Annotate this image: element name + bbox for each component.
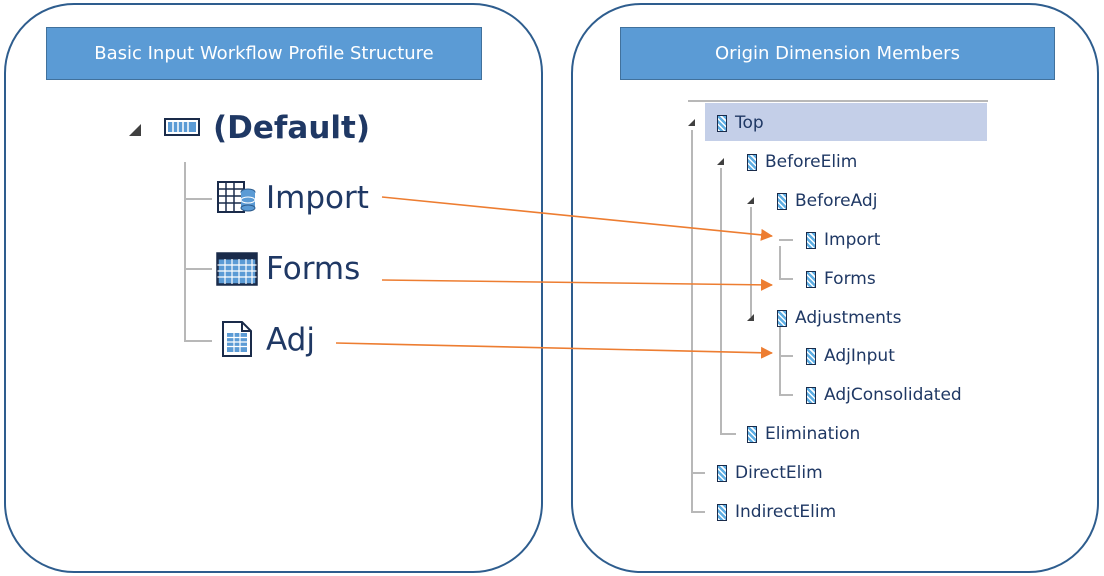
forms-mapping-arrow <box>381 278 773 291</box>
tree-connector <box>720 433 736 435</box>
tree-connector <box>779 278 793 280</box>
origin-dimension-panel <box>571 3 1099 573</box>
expand-arrow-icon[interactable] <box>688 119 695 126</box>
tree-top-line <box>688 100 988 102</box>
member-label: Forms <box>824 269 876 289</box>
dimension-member-icon <box>717 114 727 132</box>
import-profile-label[interactable]: Import <box>266 180 369 216</box>
dimension-member-icon <box>717 503 727 521</box>
tree-connector <box>720 168 722 434</box>
dimension-member-icon <box>747 425 757 443</box>
tree-connector <box>184 268 212 270</box>
tree-connector <box>750 207 752 317</box>
tree-connector <box>184 198 212 200</box>
dimension-member-icon <box>777 192 787 210</box>
member-label: IndirectElim <box>735 502 837 522</box>
member-directelim[interactable]: DirectElim <box>717 461 823 485</box>
dimension-member-icon <box>806 231 816 249</box>
dimension-member-icon <box>717 464 727 482</box>
origin-dimension-header: Origin Dimension Members <box>620 27 1055 80</box>
dimension-member-icon <box>806 386 816 404</box>
member-beforeelim[interactable]: BeforeElim <box>747 150 857 174</box>
default-profile-label[interactable]: (Default) <box>213 110 371 146</box>
tree-connector <box>691 130 693 513</box>
member-label: AdjInput <box>824 346 895 366</box>
import-mapping-arrow <box>381 196 773 241</box>
tree-connector <box>779 355 793 357</box>
tree-connector <box>779 394 793 396</box>
member-elimination[interactable]: Elimination <box>747 422 860 446</box>
tree-connector <box>779 246 781 278</box>
adj-mapping-arrow <box>335 342 773 359</box>
dimension-member-icon <box>806 270 816 288</box>
member-label: DirectElim <box>735 463 823 483</box>
expand-arrow-icon[interactable] <box>129 124 141 136</box>
expand-arrow-icon[interactable] <box>747 314 754 321</box>
member-adjconsolidated[interactable]: AdjConsolidated <box>806 383 962 407</box>
member-indirectelim[interactable]: IndirectElim <box>717 500 836 524</box>
selected-row-highlight <box>705 103 987 141</box>
forms-profile-label[interactable]: Forms <box>266 251 361 287</box>
expand-arrow-icon[interactable] <box>717 158 724 165</box>
dimension-member-icon <box>747 153 757 171</box>
workflow-profile-header: Basic Input Workflow Profile Structure <box>46 27 482 80</box>
tree-connector <box>779 324 781 395</box>
tree-connector <box>691 511 705 513</box>
member-label: BeforeElim <box>765 152 858 172</box>
forms-grid-icon <box>216 252 258 286</box>
member-beforeadj[interactable]: BeforeAdj <box>777 189 877 213</box>
member-label: BeforeAdj <box>795 191 878 211</box>
member-top[interactable]: Top <box>717 111 764 135</box>
member-forms[interactable]: Forms <box>806 267 876 291</box>
member-label: Elimination <box>765 424 861 444</box>
workflow-profile-icon <box>164 118 200 136</box>
tree-connector <box>184 162 186 342</box>
member-import[interactable]: Import <box>806 228 880 252</box>
document-icon <box>222 321 252 357</box>
tree-connector <box>691 472 705 474</box>
member-label: Top <box>735 113 764 133</box>
member-label: Adjustments <box>795 308 902 328</box>
tree-connector <box>779 239 793 241</box>
expand-arrow-icon[interactable] <box>747 197 754 204</box>
dimension-member-icon <box>777 309 787 327</box>
member-label: AdjConsolidated <box>824 385 962 405</box>
import-grid-icon <box>217 181 256 213</box>
member-adjustments[interactable]: Adjustments <box>777 306 901 330</box>
dimension-member-icon <box>806 347 816 365</box>
adj-profile-label[interactable]: Adj <box>266 322 315 358</box>
member-label: Import <box>824 230 881 250</box>
workflow-profile-panel <box>4 3 543 573</box>
tree-connector <box>184 340 212 342</box>
member-adjinput[interactable]: AdjInput <box>806 344 895 368</box>
